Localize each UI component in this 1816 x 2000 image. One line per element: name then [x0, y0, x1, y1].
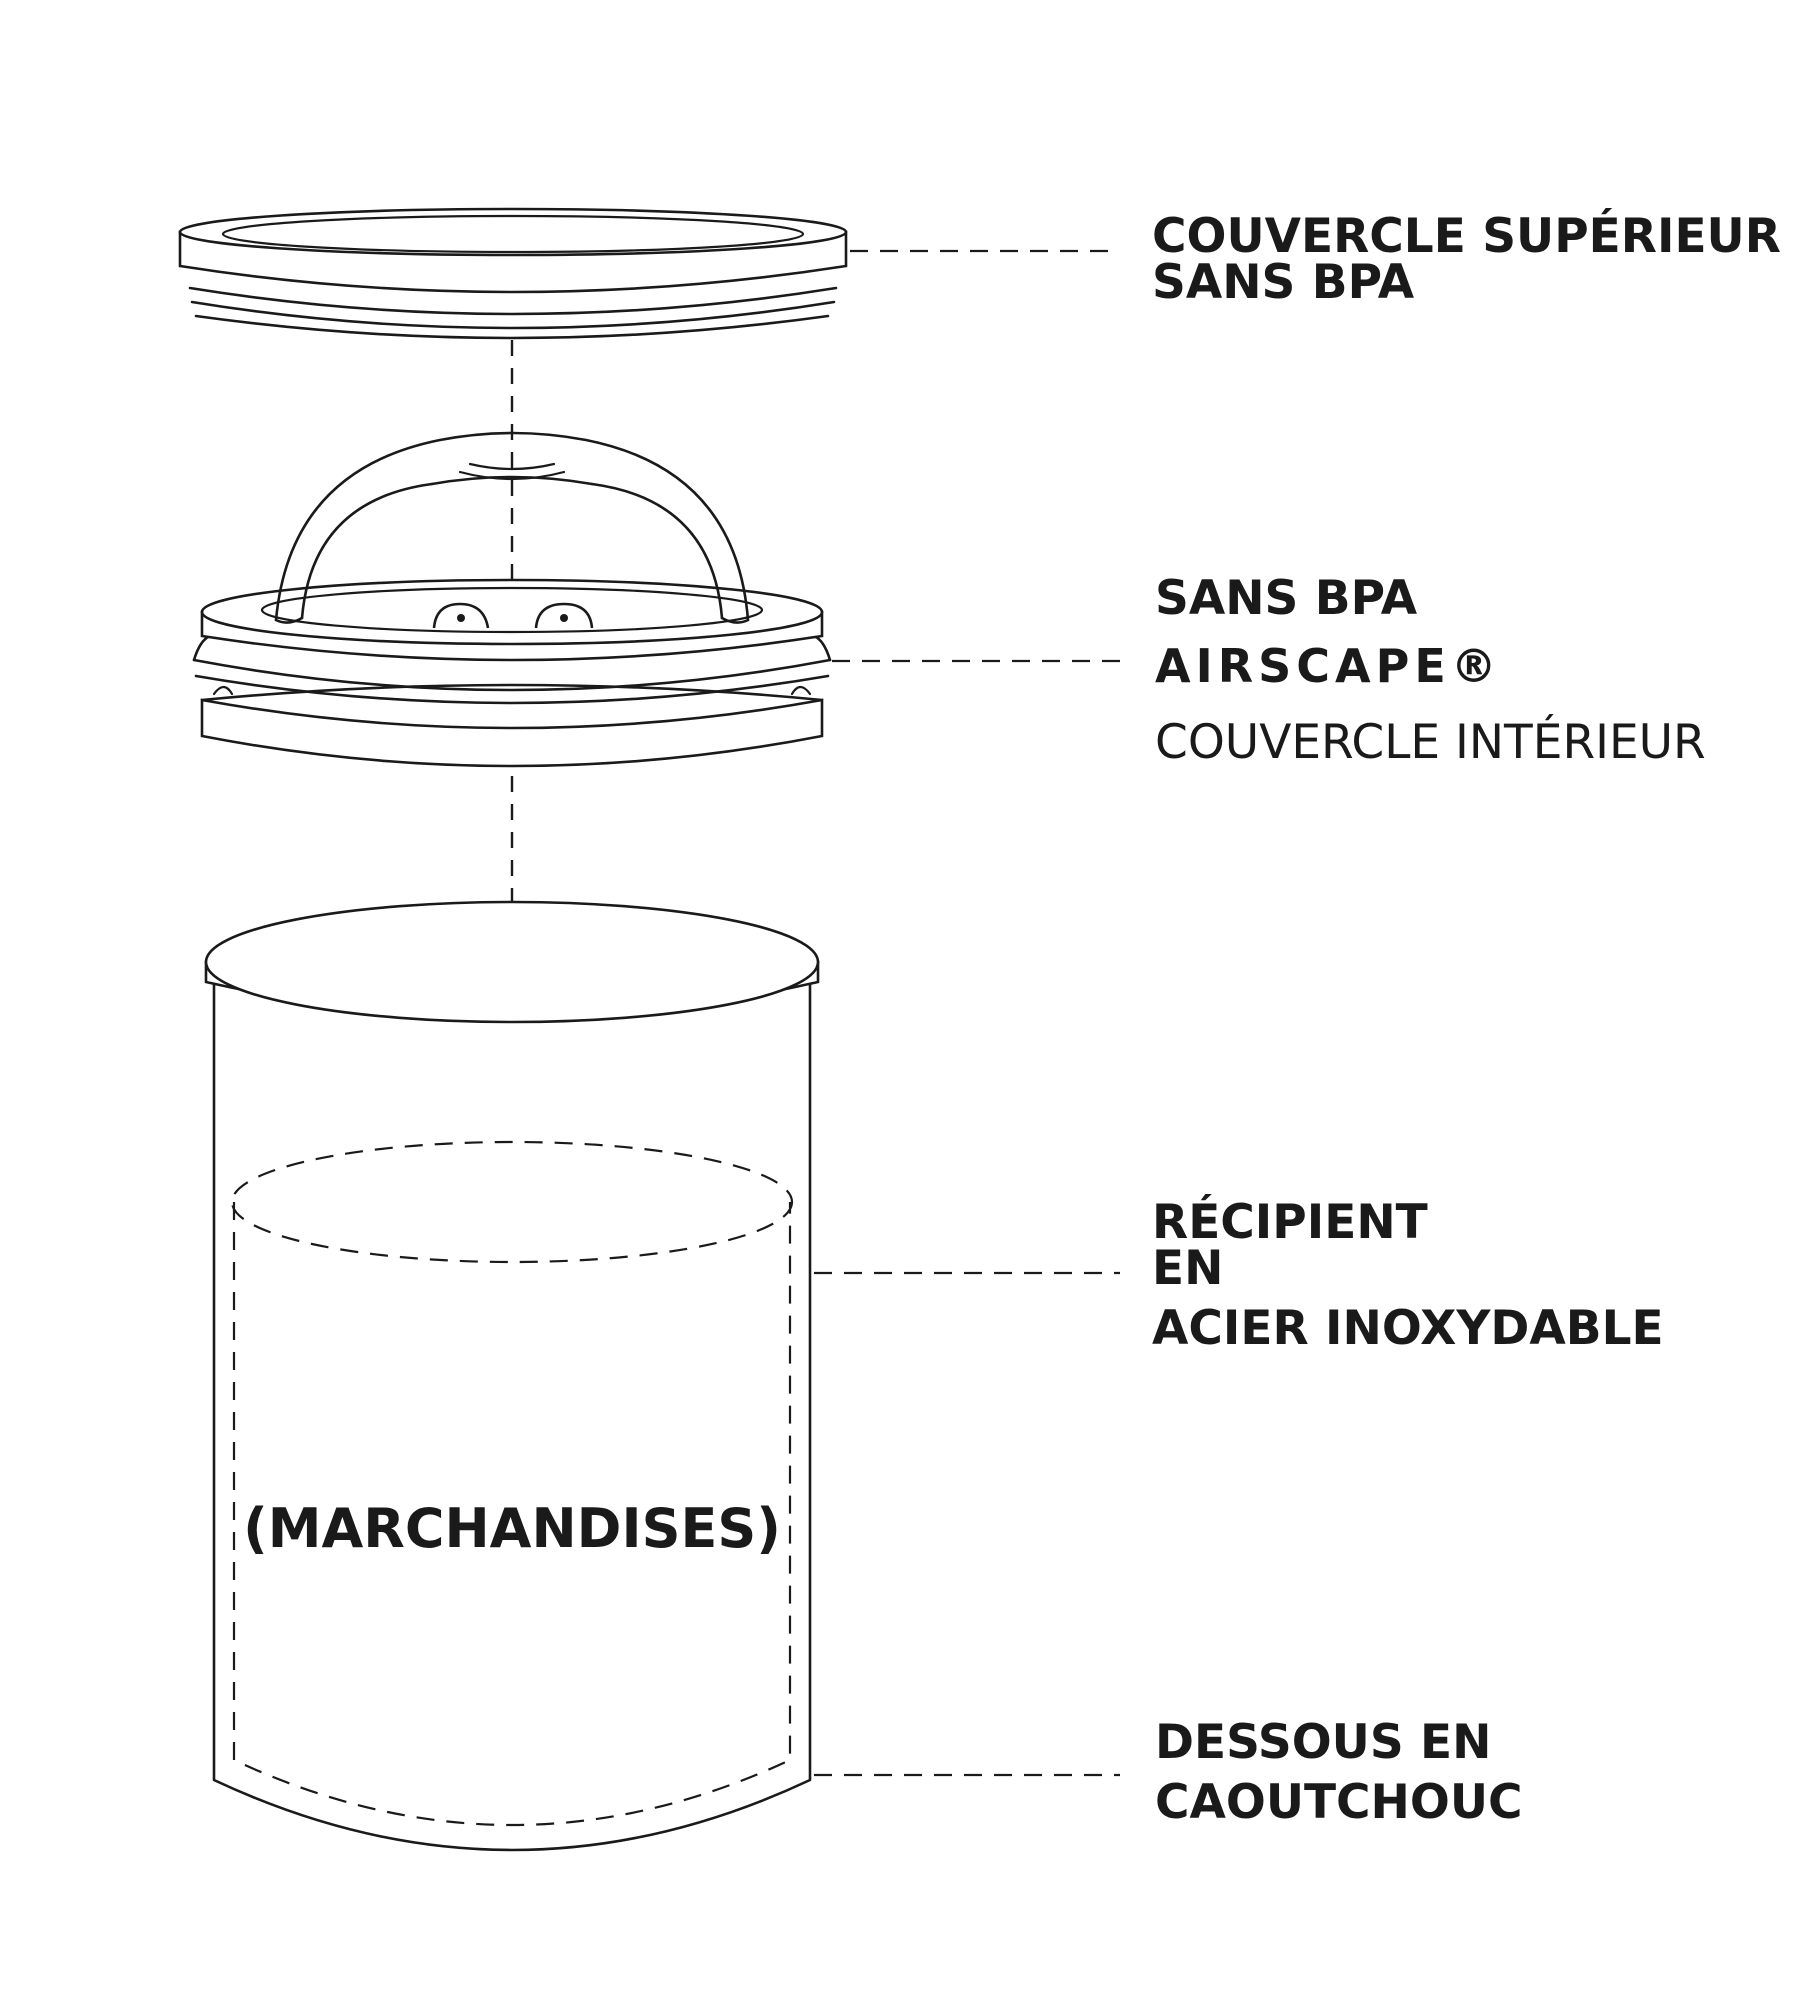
contents-label: (MARCHANDISES) [243, 1497, 781, 1560]
canister [204, 900, 820, 1852]
label-bottom-line2: CAOUTCHOUC [1155, 1775, 1523, 1830]
label-container: RÉCIPIENT EN ACIER INOXYDABLE [1152, 1195, 1664, 1356]
label-bottom: DESSOUS EN CAOUTCHOUC [1155, 1715, 1523, 1830]
label-container-line3: ACIER INOXYDABLE [1152, 1301, 1664, 1356]
label-inner-lid: SANS BPA AIRSCAPE® COUVERCLE INTÉRIEUR [1155, 571, 1706, 770]
label-top-lid-line1: COUVERCLE SUPÉRIEUR [1152, 209, 1781, 264]
inner-lid [192, 431, 832, 768]
label-container-line1: RÉCIPIENT [1152, 1195, 1428, 1250]
label-top-lid-line2: SANS BPA [1152, 255, 1415, 310]
label-top-lid: COUVERCLE SUPÉRIEUR SANS BPA [1152, 209, 1781, 310]
top-lid [178, 207, 848, 340]
label-inner-lid-line2: AIRSCAPE® [1155, 639, 1502, 693]
label-inner-lid-line3: COUVERCLE INTÉRIEUR [1155, 715, 1706, 770]
label-bottom-line1: DESSOUS EN [1155, 1715, 1491, 1770]
label-inner-lid-line1: SANS BPA [1155, 571, 1418, 626]
label-container-line2: EN [1152, 1241, 1223, 1296]
